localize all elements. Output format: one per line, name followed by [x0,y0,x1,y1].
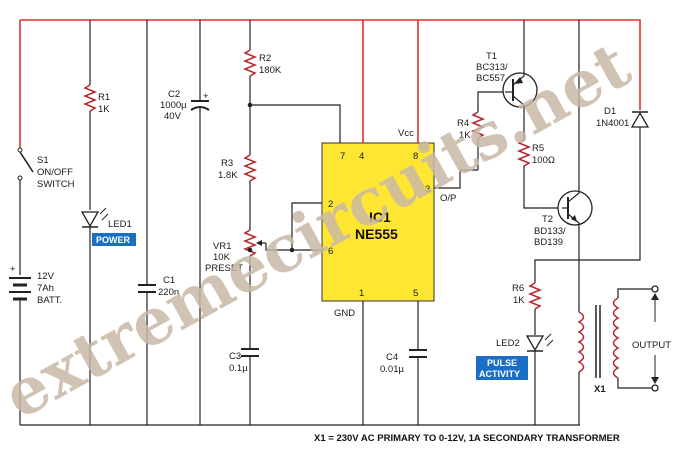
r4-resistor [470,91,505,170]
switch-desc1: ON/OFF [37,167,73,178]
r2-resistor [242,20,258,155]
pin2-wire [291,202,322,250]
t1-part1: BC313/ [476,62,508,73]
c1-ref: C1 [163,275,175,286]
c2-plus: + [203,91,209,102]
power-switch [17,20,34,275]
pin6-num: 6 [328,246,333,257]
x1-transformer [577,260,659,425]
c2-capacitor [190,20,210,425]
c4-ref: C4 [386,352,398,363]
r3-ref: R3 [221,158,233,169]
pin2-num: 2 [328,199,333,210]
c3-value: 0.1µ [229,363,248,374]
r6-resistor [527,259,579,335]
c4-capacitor [409,349,427,425]
positive-rail [20,19,641,110]
t2-part2: BD139 [534,237,563,248]
switch-desc2: SWITCH [37,179,75,190]
r1-ref: R1 [98,92,110,103]
d1-part: 1N4001 [596,118,629,129]
r1-resistor [82,20,98,210]
led1-ref: LED1 [108,219,132,230]
led1-symbol [80,207,109,425]
vr1-value2: PRESET [205,263,243,274]
c3-capacitor [241,348,259,425]
pulse-badge-line2: ACTIVITY [479,369,520,379]
c1-capacitor [138,20,156,425]
vr1-preset [242,229,266,348]
r6-value: 1K [513,295,525,306]
r6-ref: R6 [512,283,524,294]
led2-ref: LED2 [496,338,520,349]
r5-ref: R5 [532,143,544,154]
vr1-ref: VR1 [213,241,231,252]
output-pin-label: O/P [440,193,456,204]
power-badge-label: POWER [96,235,131,245]
d1-diode [579,111,650,261]
output-label: OUTPUT [632,340,671,351]
c2-value1: 1000µ [160,100,187,111]
pin7-wire [250,104,341,143]
c1-value: 220n [158,287,179,298]
r1-value: 1K [98,104,110,115]
pin3-num: 3 [425,184,430,195]
r3-value: 1.8K [218,170,238,181]
battery-volt: 12V [37,271,55,282]
r3-resistor [242,154,258,230]
power-badge [92,233,136,246]
led2-symbol [525,333,554,425]
pin4-num: 4 [359,151,364,162]
t1-transistor [502,20,538,140]
t2-part1: BD133/ [534,226,566,237]
vcc-label: Vcc [398,128,414,139]
r5-resistor [516,139,562,209]
vr1-value1: 10K [213,252,231,263]
switch-ref: S1 [37,155,49,166]
ic1-ref: IC1 [369,209,391,225]
pin8-num: 8 [413,151,418,162]
ic1-body [321,142,435,302]
r2-ref: R2 [259,53,271,64]
r5-value: 100Ω [532,155,555,166]
battery-cap: 7Ah [37,283,54,294]
pulse-badge-line1: PULSE [487,358,517,368]
t2-ref: T2 [542,214,553,225]
footer-note: X1 = 230V AC PRIMARY TO 0-12V, 1A SECOND… [314,433,620,444]
t1-part2: BC557 [476,73,505,84]
r2-value: 180K [259,65,282,76]
t2-transistor [557,20,593,260]
c3-ref: C3 [229,351,241,362]
vr1-wiper-wire [265,243,322,251]
c4-value: 0.01µ [380,364,404,375]
t1-ref: T1 [486,51,497,62]
c2-ref: C2 [168,89,180,100]
r4-ref: R4 [457,118,469,129]
r4-value: 1K [459,130,471,141]
pin5-num: 5 [413,288,418,299]
pulse-activity-badge [476,356,528,380]
ic1-part: NE555 [355,226,398,242]
gnd-label: GND [334,308,355,319]
x1-ref: X1 [594,384,606,395]
battery-symbol [9,277,31,425]
c2-value2: 40V [164,111,182,122]
pin7-num: 7 [340,151,345,162]
pin3-wire [434,169,478,189]
d1-ref: D1 [604,106,616,117]
battery-plus: + [10,264,16,275]
battery-label: BATT. [37,295,62,306]
pin1-num: 1 [359,288,364,299]
